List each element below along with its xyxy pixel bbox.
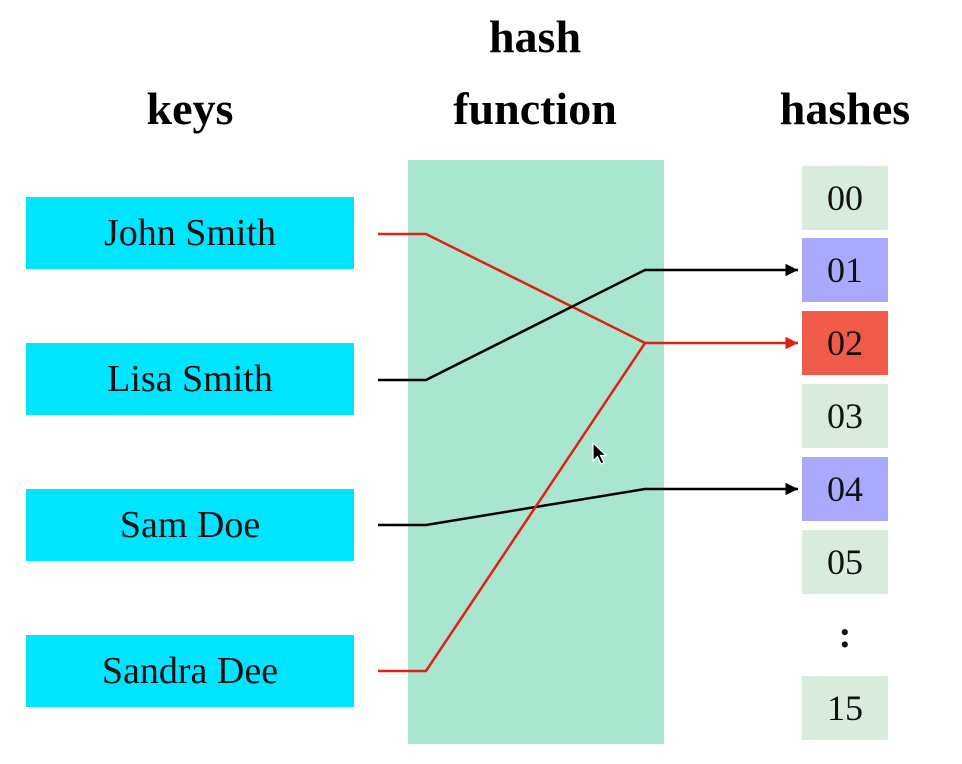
hash-function-box <box>408 160 664 744</box>
key-lisa-smith: Lisa Smith <box>26 343 354 415</box>
hash-function-heading-line2: function <box>453 83 617 134</box>
bucket-02: 02 <box>802 311 888 375</box>
bucket-01: 01 <box>802 238 888 302</box>
hash-function-heading-line1: hash <box>488 11 582 62</box>
key-john-smith: John Smith <box>26 197 354 269</box>
hashes-heading: hashes <box>779 83 911 134</box>
bucket-04: 04 <box>802 457 888 521</box>
key-sam-doe: Sam Doe <box>26 489 354 561</box>
mouse-pointer-icon <box>592 442 608 465</box>
keys-heading: keys <box>146 83 234 134</box>
bucket-15: 15 <box>802 676 888 740</box>
bucket-ellipsis: : <box>838 614 852 656</box>
bucket-05: 05 <box>802 530 888 594</box>
key-sandra-dee: Sandra Dee <box>26 635 354 707</box>
bucket-00: 00 <box>802 166 888 230</box>
bucket-03: 03 <box>802 384 888 448</box>
